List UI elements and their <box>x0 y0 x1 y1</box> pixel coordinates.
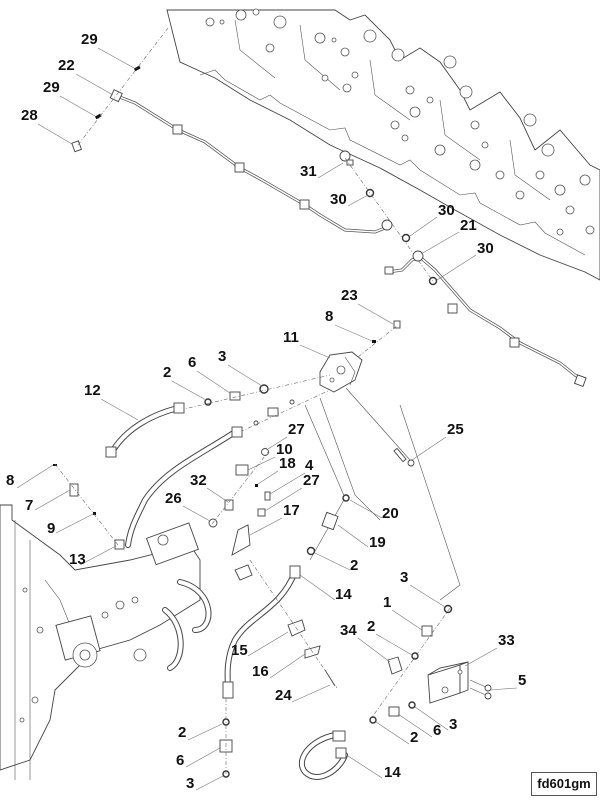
hose-13 <box>114 426 243 550</box>
bolt-4 <box>264 491 271 501</box>
o-ring-20 <box>342 494 350 502</box>
banjo-bolt-31 <box>339 150 354 166</box>
callout-24: 24 <box>275 687 292 704</box>
callout-2: 2 <box>350 557 359 574</box>
callout-14: 14 <box>384 764 401 781</box>
leader-lines <box>16 47 518 791</box>
callout-8: 8 <box>6 472 15 489</box>
adapter-7 <box>69 483 79 497</box>
washer-30 <box>365 188 375 198</box>
washer-30 <box>401 233 411 243</box>
callout-23: 23 <box>341 287 358 304</box>
plug-23 <box>393 320 401 329</box>
adapter-block-33 <box>427 661 469 704</box>
o-ring-2 <box>306 546 316 556</box>
callout-10: 10 <box>276 441 293 458</box>
callout-6: 6 <box>188 354 197 371</box>
o-ring-9 <box>93 512 96 515</box>
callout-11: 11 <box>283 329 299 346</box>
fitting-1 <box>421 625 433 637</box>
callout-17: 17 <box>283 502 300 519</box>
callout-12: 12 <box>84 382 101 399</box>
o-ring-8 <box>53 464 57 466</box>
callout-18: 18 <box>279 455 296 472</box>
callout-27: 27 <box>288 421 305 438</box>
adapter-6 <box>229 391 241 401</box>
callout-2: 2 <box>163 364 172 381</box>
bracket-17 <box>231 524 251 556</box>
washer <box>289 399 295 405</box>
callout-25: 25 <box>447 421 464 438</box>
callout-22: 22 <box>58 57 75 74</box>
callout-34: 34 <box>340 622 357 639</box>
callout-27: 27 <box>303 472 320 489</box>
hose-14-upper <box>222 565 301 699</box>
callout-2: 2 <box>410 729 419 746</box>
screw-27 <box>257 508 266 517</box>
callout-3: 3 <box>449 716 458 733</box>
callout-19: 19 <box>369 534 386 551</box>
callout-6: 6 <box>176 752 185 769</box>
callout-28: 28 <box>21 107 38 124</box>
hose-12 <box>105 402 185 458</box>
o-ring-2 <box>204 398 212 406</box>
callout-6: 6 <box>433 722 442 739</box>
callout-1: 1 <box>383 594 392 611</box>
figure-id-label: fd601gm <box>531 772 597 796</box>
callout-4: 4 <box>305 457 314 474</box>
callout-26: 26 <box>165 490 182 507</box>
engine-cylinder-head-assembly <box>166 8 600 281</box>
callout-8: 8 <box>325 308 334 325</box>
o-ring-8 <box>372 340 376 343</box>
screw-27 <box>261 448 269 456</box>
fuel-pump-engine-assembly <box>0 504 212 780</box>
callout-2: 2 <box>367 618 376 635</box>
callout-29: 29 <box>81 31 98 48</box>
callout-3: 3 <box>400 569 409 586</box>
callout-15: 15 <box>231 642 248 659</box>
callout-5: 5 <box>518 672 527 689</box>
gasket-34 <box>387 656 403 675</box>
callout-30: 30 <box>438 202 455 219</box>
callout-14: 14 <box>335 586 352 603</box>
callout-30: 30 <box>477 240 494 257</box>
o-ring-3 <box>443 604 453 614</box>
bolts-5 <box>469 679 492 700</box>
fuel-line-21 <box>384 250 587 387</box>
fuel-line-22 <box>109 89 393 234</box>
hose-14-lower <box>298 730 348 780</box>
callout-30: 30 <box>330 191 347 208</box>
o-ring-3 <box>259 384 269 394</box>
clamp-10 <box>235 464 249 476</box>
washer-30 <box>428 276 438 286</box>
adapter <box>267 407 279 417</box>
callout-33: 33 <box>498 632 515 649</box>
callout-32: 32 <box>190 472 207 489</box>
callout-9: 9 <box>47 520 56 537</box>
o-ring-2 <box>369 716 377 724</box>
clamp-32 <box>224 499 234 511</box>
manifold-block-11 <box>319 351 363 393</box>
fitting-19 <box>321 511 339 531</box>
callout-20: 20 <box>382 505 399 522</box>
o-ring-3 <box>408 701 416 709</box>
adapter-6 <box>388 706 400 717</box>
bolt-25 <box>345 387 415 467</box>
callout-7: 7 <box>25 497 34 514</box>
callout-31: 31 <box>300 163 317 180</box>
callout-21: 21 <box>460 217 477 234</box>
washer-18 <box>255 484 258 487</box>
callout-29: 29 <box>43 79 60 96</box>
clamp <box>234 564 253 581</box>
callout-2: 2 <box>178 724 187 741</box>
callout-16: 16 <box>252 663 269 680</box>
callout-13: 13 <box>69 551 86 568</box>
o-ring <box>253 420 259 426</box>
callout-3: 3 <box>218 348 227 365</box>
callout-3: 3 <box>186 775 195 792</box>
